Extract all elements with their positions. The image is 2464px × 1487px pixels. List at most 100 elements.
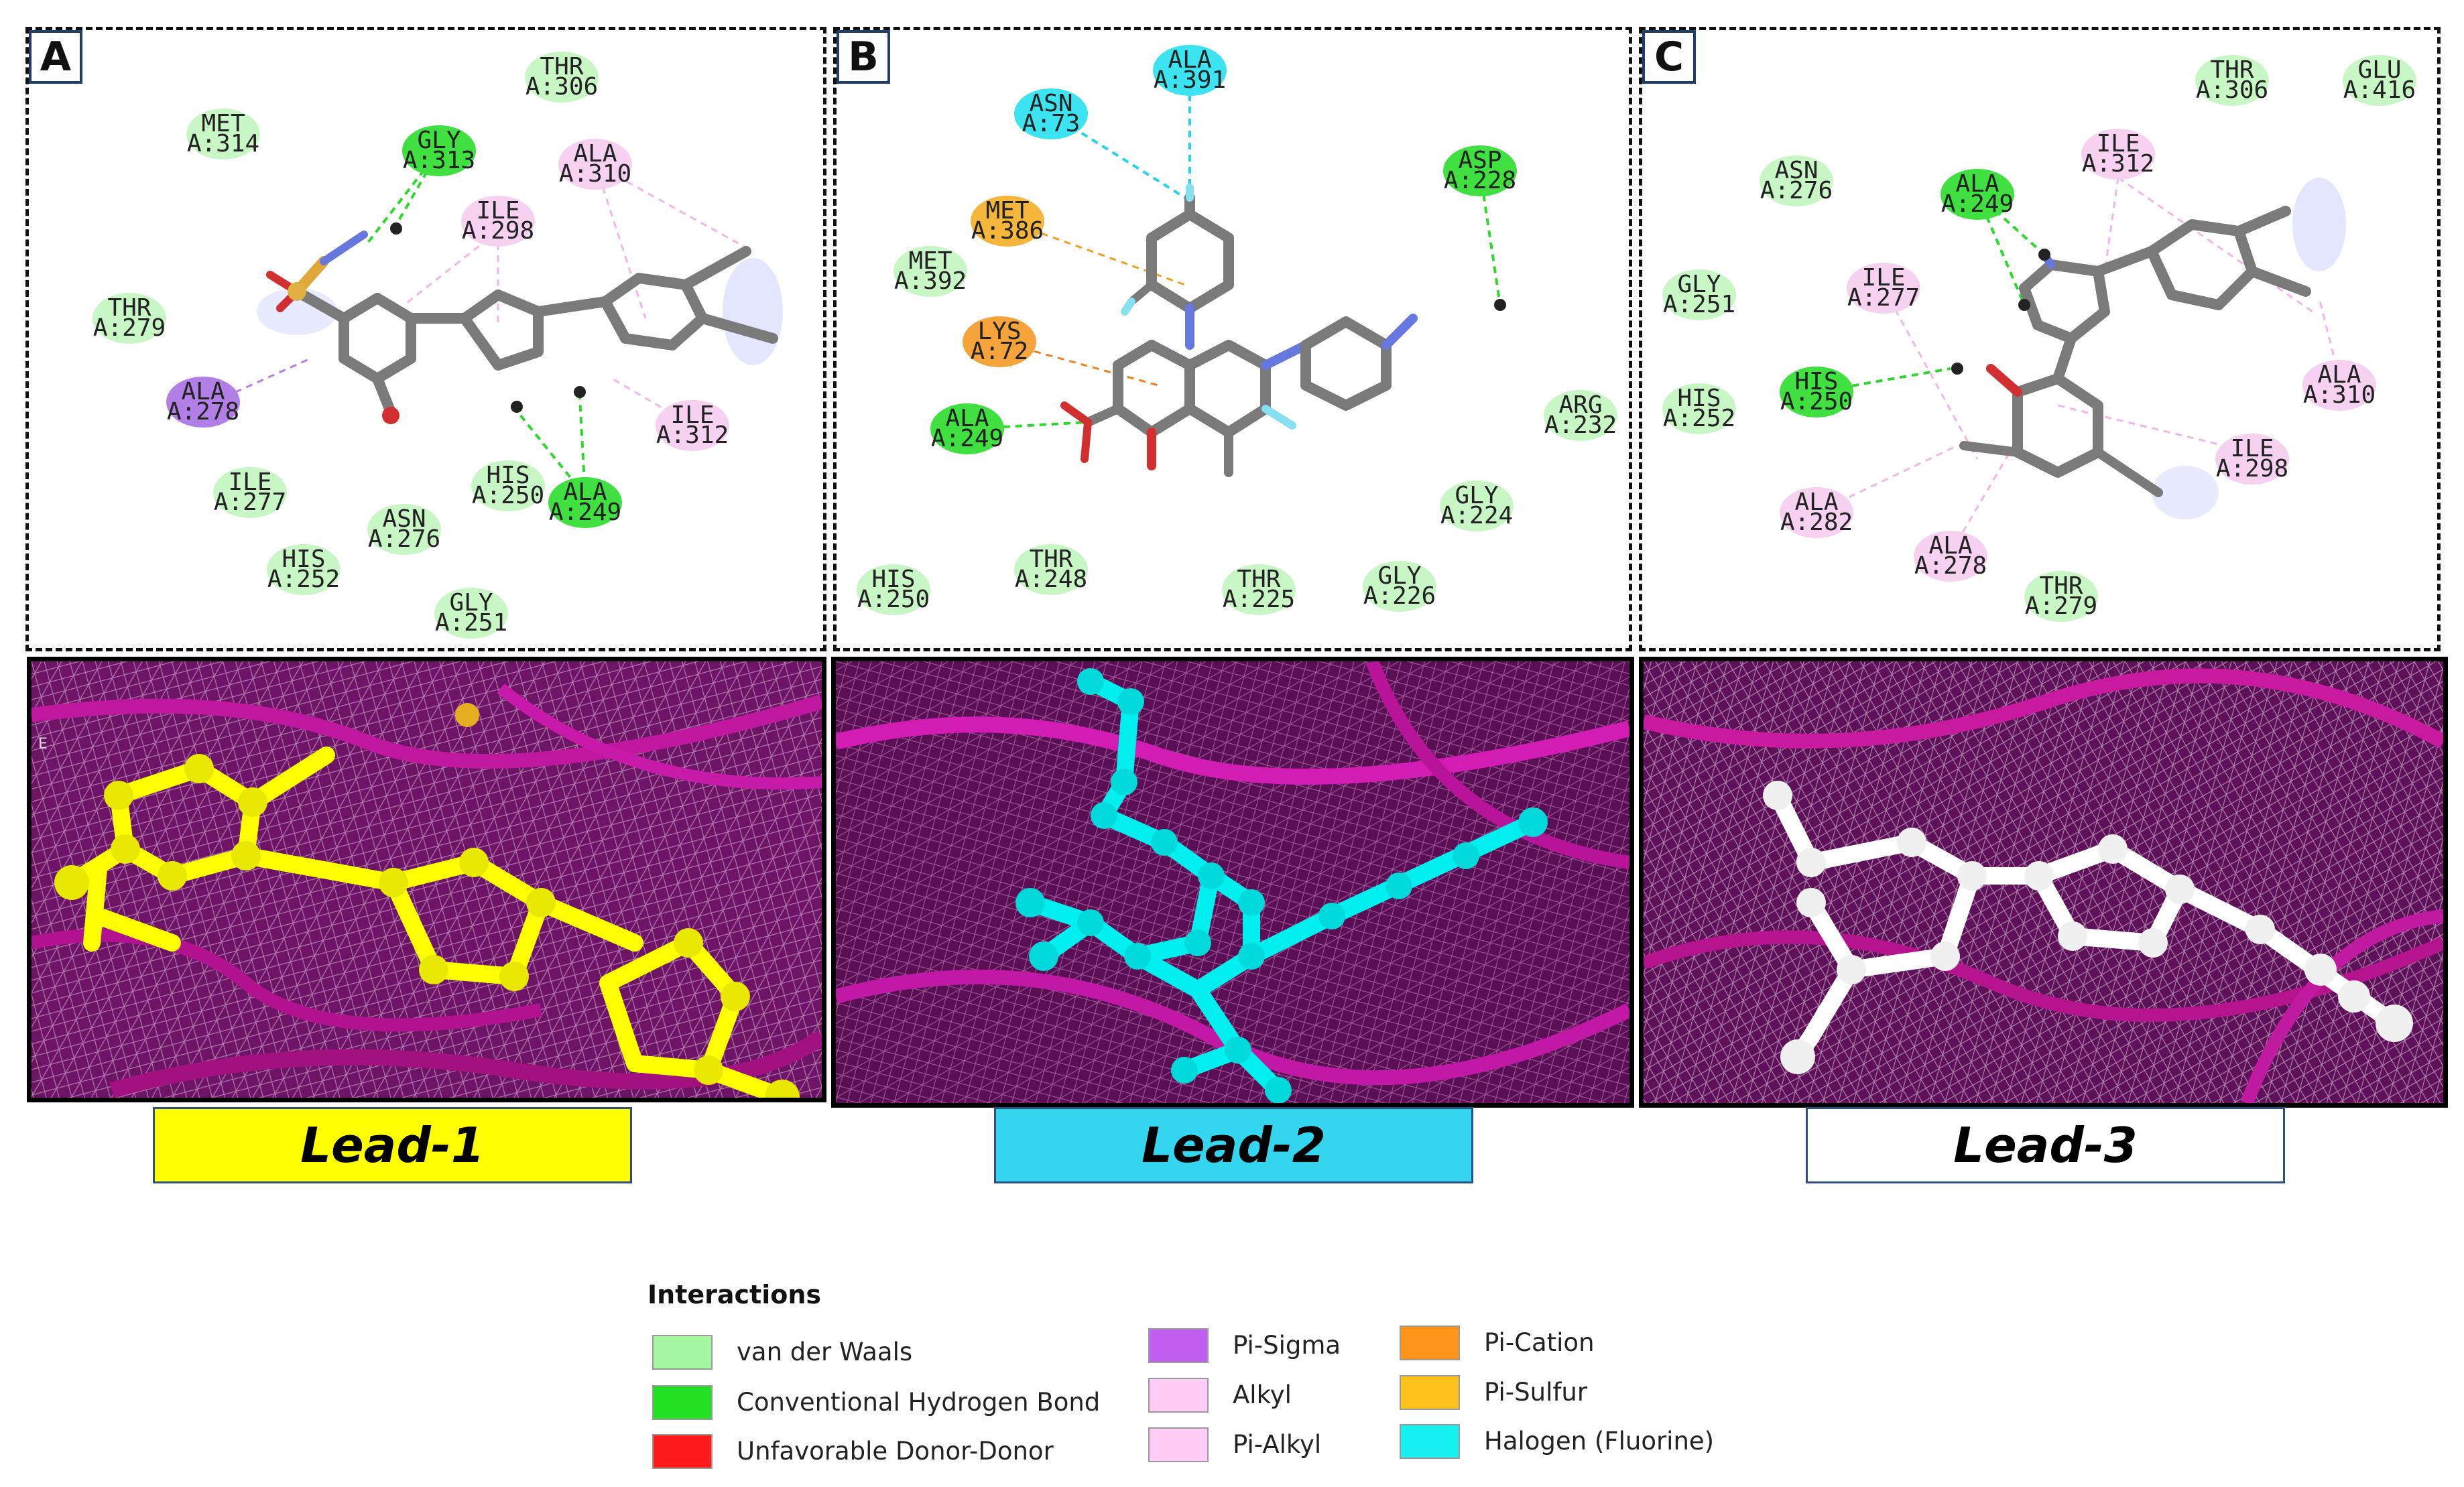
residue-id: A:249 xyxy=(549,499,621,526)
residue-id: A:306 xyxy=(2196,76,2268,104)
legend-swatch xyxy=(1148,1328,1209,1363)
residue-name: ALA xyxy=(1168,46,1211,74)
legend-title: Interactions xyxy=(648,1280,822,1309)
residue-id: A:277 xyxy=(214,489,286,516)
residue-name: GLY xyxy=(417,127,460,154)
panel-c-3d-render xyxy=(1639,657,2448,1108)
residue-id: A:226 xyxy=(1363,582,1436,610)
residue-id: A:252 xyxy=(1663,405,1735,432)
residue-id: A:279 xyxy=(2025,592,2097,620)
legend-label: Pi-Sigma xyxy=(1233,1331,1341,1360)
residue-name: ASP xyxy=(1458,147,1501,174)
residue-name: LYS xyxy=(977,318,1021,345)
residue-id: A:73 xyxy=(1022,110,1081,137)
lead-3-3d-image xyxy=(1644,661,2443,1103)
residue-name: ASN xyxy=(1029,90,1072,117)
residue-id: A:278 xyxy=(167,398,239,426)
residue-id: A:278 xyxy=(1914,552,1987,580)
residue-name: MET xyxy=(201,110,245,137)
legend-label: Pi-Cation xyxy=(1484,1328,1595,1357)
residue-id: A:391 xyxy=(1154,66,1226,94)
ligand-structure xyxy=(1060,184,1506,477)
residue-discs xyxy=(93,52,729,639)
residue-name: ALA xyxy=(573,140,617,168)
residue-name: ALA xyxy=(945,405,989,432)
panel-b-letter: B xyxy=(837,30,890,84)
panel-b-3d-render xyxy=(831,657,1634,1108)
residue-name: THR xyxy=(2039,572,2083,600)
legend-swatch xyxy=(652,1434,713,1469)
residue-id: A:276 xyxy=(1760,177,1833,204)
residue-id: A:252 xyxy=(267,566,340,593)
residue-id: A:276 xyxy=(368,525,440,553)
residue-name: ALA xyxy=(181,378,225,405)
legend-label: Alkyl xyxy=(1233,1380,1292,1409)
residue-id: A:416 xyxy=(2343,76,2416,104)
panel-a-2d: A xyxy=(25,27,826,651)
residue-id: A:298 xyxy=(462,217,534,245)
residue-id: A:392 xyxy=(894,267,967,295)
residue-name: ALA xyxy=(563,478,607,506)
residue-name: ILE xyxy=(670,401,714,429)
residue-name: ALA xyxy=(2317,361,2361,389)
panel-c-letter: C xyxy=(1642,30,1696,84)
residue-id: A:232 xyxy=(1544,411,1617,439)
legend-swatch xyxy=(1148,1378,1209,1413)
legend-swatch xyxy=(652,1335,713,1370)
residue-name: GLY xyxy=(1455,482,1498,509)
legend-swatch xyxy=(1400,1375,1460,1410)
residue-name: HIS xyxy=(871,566,915,593)
residue-id: A:282 xyxy=(1780,509,1853,536)
residue-id: A:314 xyxy=(187,130,259,157)
residue-name: ALA xyxy=(1928,532,1972,560)
residue-name: ILE xyxy=(228,468,271,496)
residue-name: ASN xyxy=(1774,157,1818,184)
residue-name: ASN xyxy=(382,505,426,533)
residue-name: ILE xyxy=(1861,264,1905,292)
ligand-structure xyxy=(1951,178,2346,519)
residue-name: ILE xyxy=(2096,130,2140,157)
residue-id: A:298 xyxy=(2216,455,2288,482)
residue-id: A:310 xyxy=(2303,381,2376,409)
residue-name: HIS xyxy=(486,462,530,489)
residue-id: A:250 xyxy=(857,586,930,613)
residue-name: ILE xyxy=(476,197,519,224)
residue-id: A:228 xyxy=(1444,167,1516,194)
legend-swatch xyxy=(1148,1427,1209,1462)
residue-id: A:251 xyxy=(435,609,507,637)
panel-corner-label: E xyxy=(38,736,48,753)
ligand-structure xyxy=(257,222,783,424)
residue-id: A:249 xyxy=(931,425,1003,452)
residue-name: MET xyxy=(985,197,1029,224)
residue-discs xyxy=(1662,55,2416,622)
residue-id: A:225 xyxy=(1223,586,1295,613)
residue-id: A:313 xyxy=(403,147,475,174)
residue-id: A:248 xyxy=(1015,566,1087,593)
residue-id: A:306 xyxy=(526,73,598,101)
residue-name: GLY xyxy=(449,589,493,617)
residue-name: GLU xyxy=(2357,56,2401,84)
residue-name: GLY xyxy=(1377,562,1421,590)
lead-2-3d-image xyxy=(836,661,1629,1103)
residue-name: ALA xyxy=(1794,489,1838,516)
residue-name: MET xyxy=(908,247,952,275)
residue-name: THR xyxy=(1237,566,1280,593)
legend-label: Conventional Hydrogen Bond xyxy=(737,1388,1101,1417)
panel-a-letter: A xyxy=(29,30,82,84)
residue-name: THR xyxy=(107,294,151,322)
residue-id: A:312 xyxy=(2082,150,2154,178)
lead-3-label: Lead-3 xyxy=(1806,1107,2285,1183)
residue-name: THR xyxy=(540,53,583,80)
residue-name: HIS xyxy=(282,545,325,573)
residue-id: A:249 xyxy=(1941,190,2014,218)
residue-id: A:250 xyxy=(1780,388,1853,415)
legend-swatch xyxy=(1400,1326,1460,1360)
panel-c-2d: C xyxy=(1639,27,2441,651)
legend-swatch xyxy=(1400,1424,1460,1459)
